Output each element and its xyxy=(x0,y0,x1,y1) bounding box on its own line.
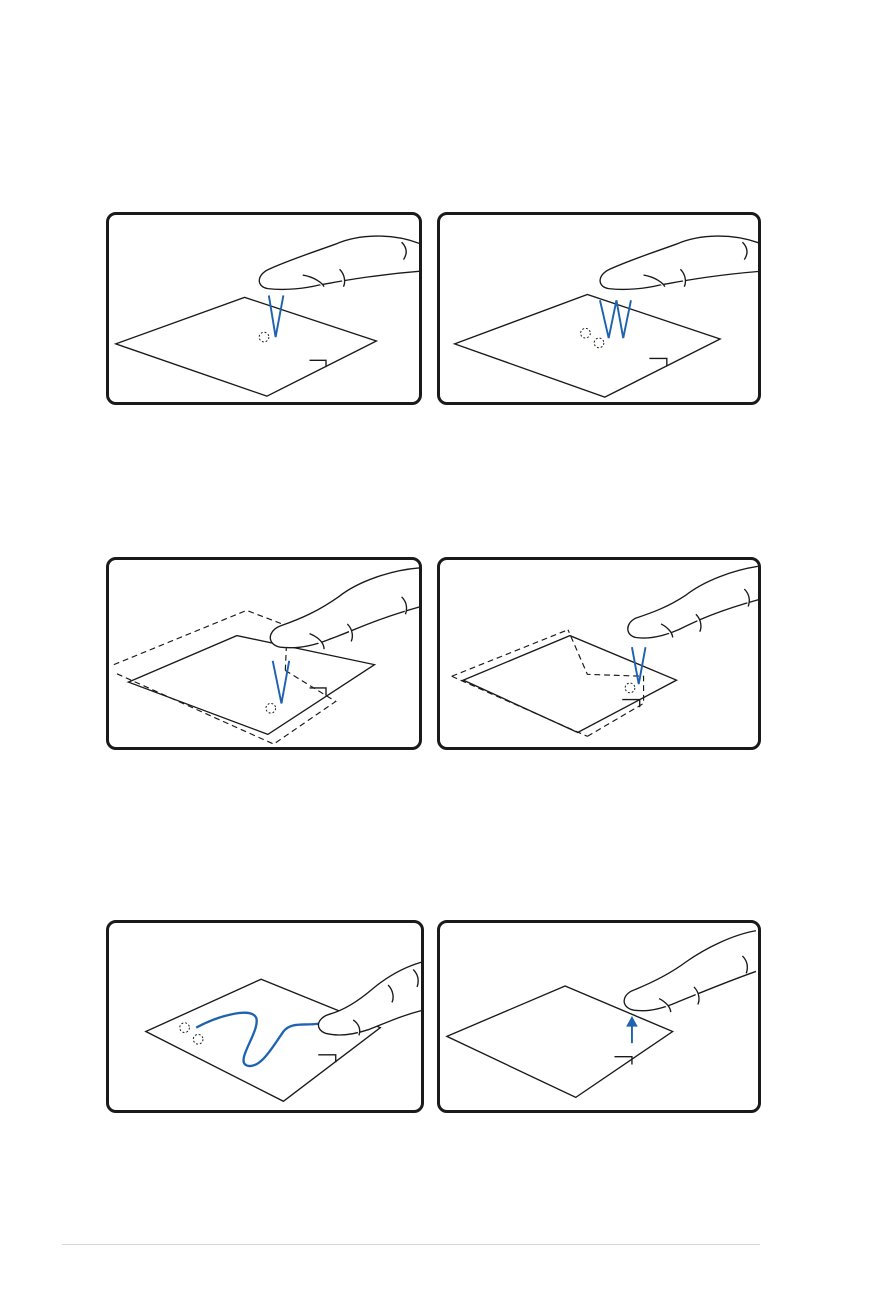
drag-end-illustration xyxy=(451,565,758,737)
slide-move-illustration xyxy=(144,961,421,1103)
touchpad-icon xyxy=(113,296,379,397)
tap-ripple-icon xyxy=(624,682,636,694)
touchpad-icon xyxy=(445,985,675,1099)
lift-release-illustration xyxy=(445,930,757,1099)
tap-ripple-icon xyxy=(580,327,605,349)
touchpad-button-line xyxy=(309,687,327,696)
finger-icon xyxy=(599,235,758,291)
touchpad-icon xyxy=(452,293,722,398)
panel-drag-start xyxy=(106,557,422,750)
tap-indicator-icon xyxy=(630,647,647,685)
motion-path-icon xyxy=(195,1011,319,1068)
tap-indicator-icon xyxy=(267,295,285,338)
touchpad-button-line xyxy=(309,359,327,368)
panel-lift-release xyxy=(437,920,761,1113)
drag-ghost-icon xyxy=(451,629,645,737)
footer-divider xyxy=(62,1244,760,1245)
panel-drag-end xyxy=(437,557,761,750)
panel-single-tap xyxy=(106,212,422,405)
finger-icon xyxy=(627,565,758,639)
finger-icon xyxy=(269,567,419,650)
tap-indicator-icon xyxy=(271,660,291,704)
double-tap-illustration xyxy=(452,235,758,398)
single-tap-illustration xyxy=(113,235,419,397)
tap-ripple-icon xyxy=(265,702,277,714)
finger-icon xyxy=(258,235,419,291)
drag-ghost-icon xyxy=(113,609,337,745)
tap-ripple-icon xyxy=(258,331,270,343)
panel-double-tap xyxy=(437,212,761,405)
touchpad-button-line xyxy=(614,1056,633,1065)
touchpad-button-line xyxy=(318,1054,337,1063)
touchpad-icon xyxy=(144,978,382,1103)
finger-icon xyxy=(623,930,757,1013)
drag-start-illustration xyxy=(113,567,419,745)
panel-slide-move xyxy=(106,920,424,1113)
double-tap-indicator-icon xyxy=(599,300,632,339)
finger-icon xyxy=(317,961,421,1036)
touchpad-icon xyxy=(461,634,679,734)
lift-arrow-icon xyxy=(626,1016,638,1044)
touchpad-icon xyxy=(126,634,377,736)
touchpad-button-line xyxy=(622,698,641,708)
touchpad-button-line xyxy=(649,357,668,367)
